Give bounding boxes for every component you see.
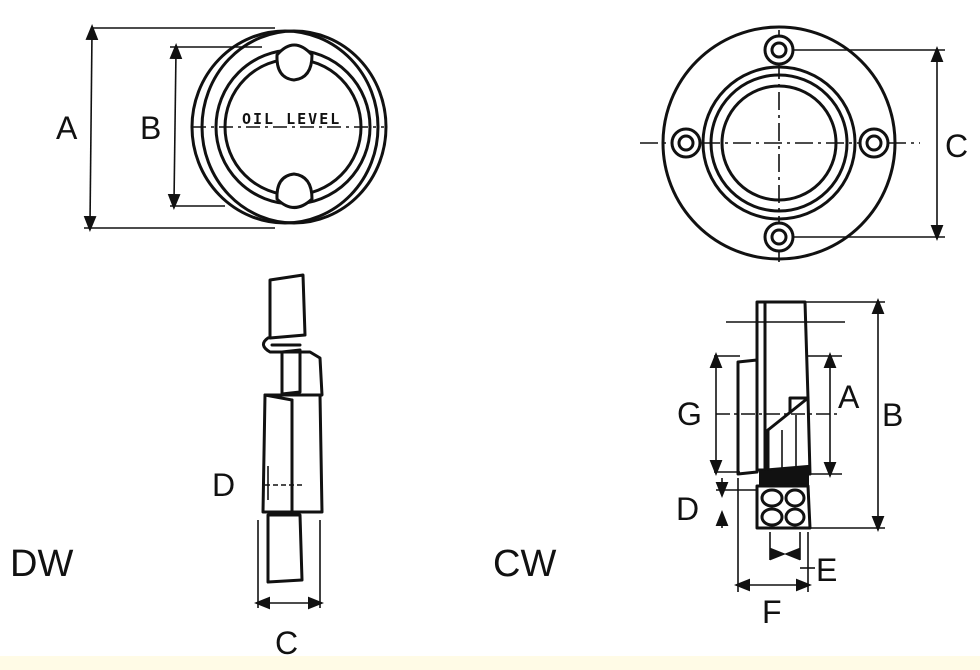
oil-level-stamp: OIL LEVEL	[242, 110, 341, 128]
dw-front-view: OIL LEVEL A B	[56, 24, 388, 232]
cw-section-view: G A B D E F CW	[493, 298, 903, 630]
bolt-hole-bottom	[763, 221, 795, 253]
bolt-hole-top	[763, 34, 795, 66]
cw-dim-b-label: B	[882, 397, 903, 433]
dw-dim-d-label: D	[212, 467, 235, 503]
dw-model-label: DW	[10, 543, 73, 585]
dw-dim-a-label: A	[56, 110, 78, 146]
dw-dim-c-label: C	[275, 625, 298, 661]
bolt-hole-right	[858, 127, 890, 159]
dw-section-view: D C DW	[10, 273, 324, 661]
scan-edge-band	[0, 656, 980, 670]
cw-dim-f-label: F	[762, 594, 782, 630]
cw-dim-g-label: G	[677, 396, 702, 432]
cw-dim-e-label: E	[816, 552, 837, 588]
cw-dim-d-label: D	[676, 491, 699, 527]
cw-dim-c-label: C	[945, 128, 968, 164]
bolt-hole-left	[670, 127, 702, 159]
cw-front-view: C	[640, 25, 968, 262]
dw-dim-b-label: B	[140, 110, 161, 146]
cw-model-label: CW	[493, 543, 556, 585]
cw-dim-a-label: A	[838, 379, 860, 415]
